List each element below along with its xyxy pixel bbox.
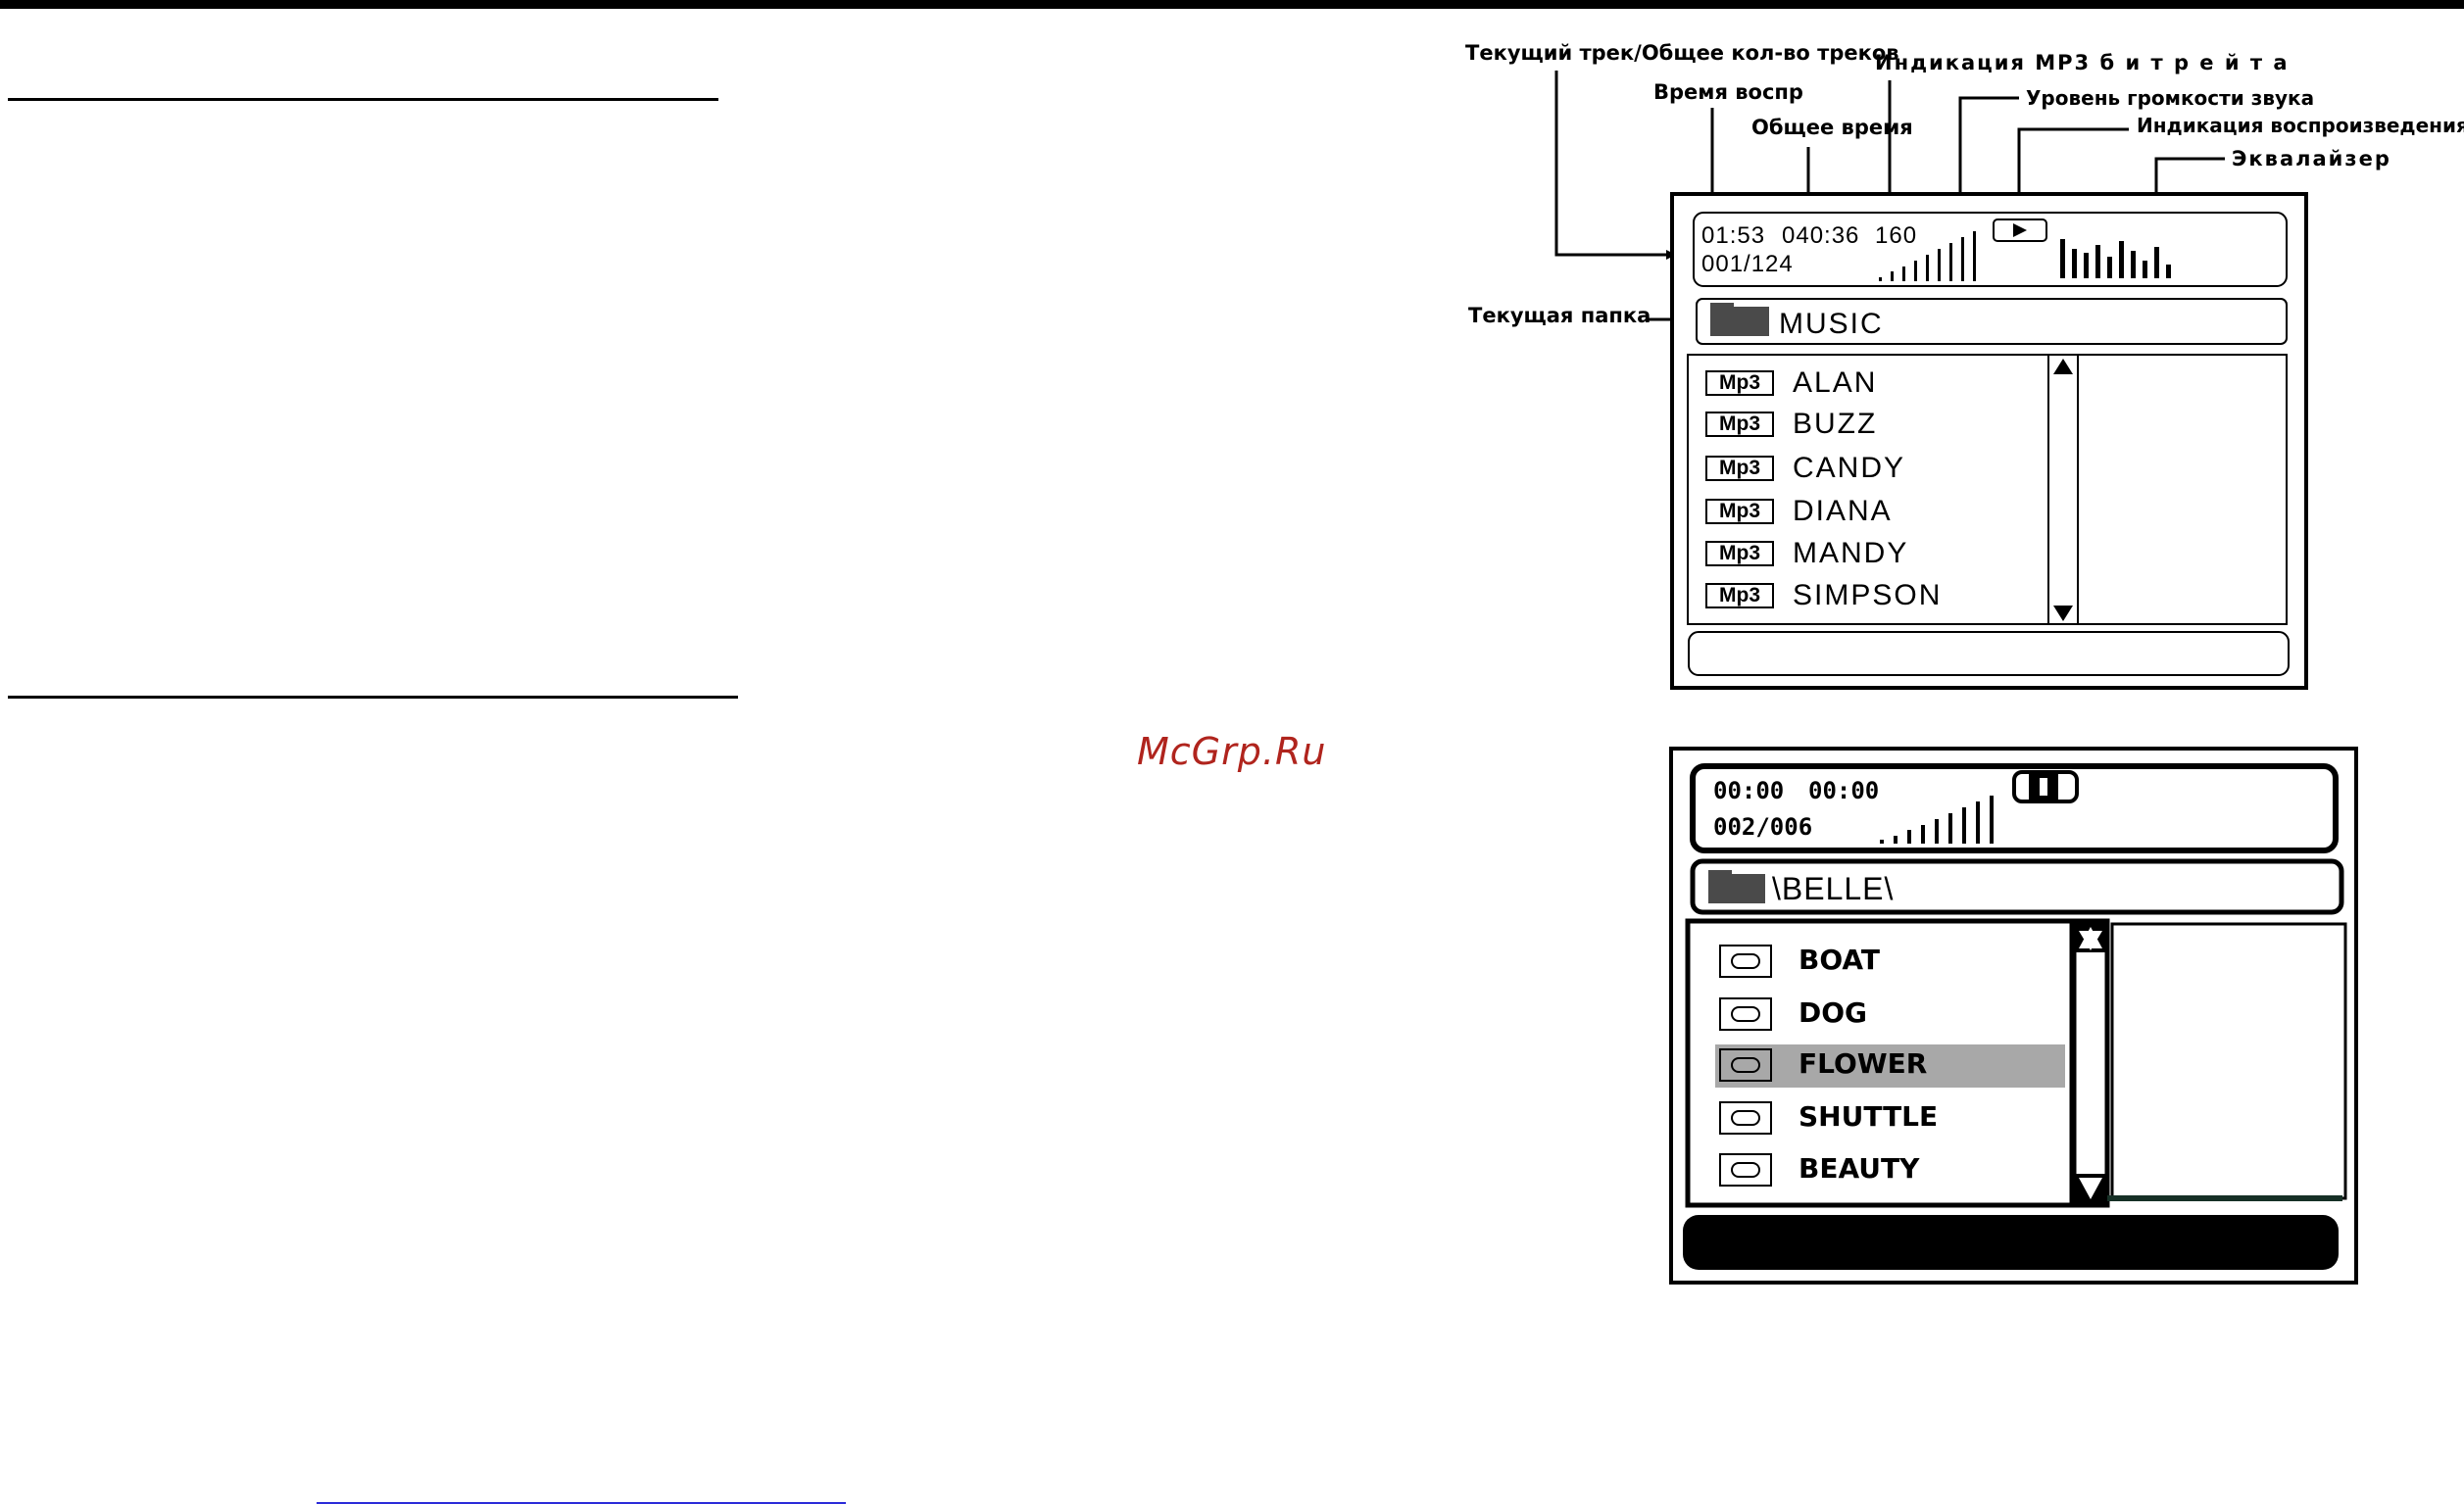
callout-play-time: Время воспр (1653, 80, 1803, 104)
scroll-down-arrow-icon[interactable] (2076, 1174, 2105, 1203)
mp3-tag-icon: Mp3 (1705, 370, 1774, 396)
preview-pane (2080, 357, 2286, 622)
callout-bitrate: Индикация MP3 б и т р е й т а (1875, 51, 2290, 74)
list-item[interactable]: SHUTTLE (1715, 1097, 2065, 1140)
top-border (0, 0, 2464, 9)
scroll-down-arrow-icon[interactable] (2050, 602, 2076, 623)
track-name: MANDY (1793, 537, 1909, 569)
track-name: ALAN (1793, 366, 1878, 399)
file-name: FLOWER (1799, 1047, 1928, 1080)
section-rule-bottom (8, 696, 738, 699)
preview-pane (2114, 926, 2343, 1196)
picture-file-icon (1719, 1048, 1772, 1082)
callout-equalizer: Эквалайзер (2232, 147, 2391, 170)
osd-mp3-bitrate: 160 (1875, 222, 1918, 249)
file-name: DOG (1799, 996, 1868, 1029)
osd-jpeg-folder-name: \BELLE\ (1772, 871, 1895, 906)
osd-jpeg-elapsed: 00:00 (1713, 777, 1785, 804)
file-name: BOAT (1799, 944, 1880, 976)
mp3-tag-icon: Mp3 (1705, 456, 1774, 481)
folder-icon (1710, 303, 1769, 336)
list-item[interactable]: BOAT (1715, 941, 2065, 984)
callout-current-folder: Текущая папка (1468, 304, 1651, 327)
list-item[interactable]: BEAUTY (1715, 1149, 2065, 1192)
file-name: BEAUTY (1799, 1152, 1920, 1185)
callout-play-indicator: Индикация воспроизведения (2137, 114, 2464, 137)
picture-file-icon (1719, 997, 1772, 1031)
osd-mp3-status-bar (1691, 634, 2287, 673)
pause-icon (2014, 772, 2077, 801)
track-name: CANDY (1793, 452, 1906, 484)
folder-icon (1708, 870, 1765, 903)
callout-volume: Уровень громкости звука (2026, 86, 2315, 110)
track-name: BUZZ (1793, 408, 1878, 440)
osd-jpeg-frame (1669, 747, 2358, 1285)
callout-track-total: Текущий трек/Общее кол-во треков (1465, 41, 1899, 65)
scroll-up-arrow-icon[interactable] (2050, 357, 2076, 378)
list-item-selected[interactable]: FLOWER (1715, 1044, 2065, 1088)
osd-jpeg-counter: 002/006 (1713, 813, 1813, 841)
osd-mp3-total-time: 040:36 (1782, 222, 1860, 249)
mp3-tag-icon: Mp3 (1705, 412, 1774, 437)
callout-total-time: Общее время (1751, 116, 1913, 139)
mp3-tag-icon: Mp3 (1705, 583, 1774, 608)
osd-jpeg-total-time: 00:00 (1808, 777, 1880, 804)
osd-mp3-elapsed: 01:53 (1701, 222, 1766, 249)
list-item[interactable]: DOG (1715, 994, 2065, 1037)
picture-file-icon (1719, 1101, 1772, 1135)
osd-jpeg-status-bar (1683, 1215, 2339, 1270)
osd-mp3-folder-name: MUSIC (1779, 308, 1884, 340)
file-name: SHUTTLE (1799, 1100, 1939, 1133)
section-rule-top (8, 98, 718, 101)
picture-file-icon (1719, 1153, 1772, 1187)
scroll-up-arrow-icon[interactable] (2076, 923, 2105, 952)
watermark: McGrp.Ru (1137, 730, 1327, 773)
mp3-tag-icon: Mp3 (1705, 499, 1774, 524)
track-name: DIANA (1793, 495, 1893, 527)
picture-file-icon (1719, 945, 1772, 978)
mp3-tag-icon: Mp3 (1705, 541, 1774, 566)
play-icon (1994, 219, 2046, 241)
osd-mp3-frame (1670, 192, 2308, 690)
osd-mp3-track-counter: 001/124 (1701, 251, 1794, 277)
track-name: SIMPSON (1793, 579, 1943, 611)
